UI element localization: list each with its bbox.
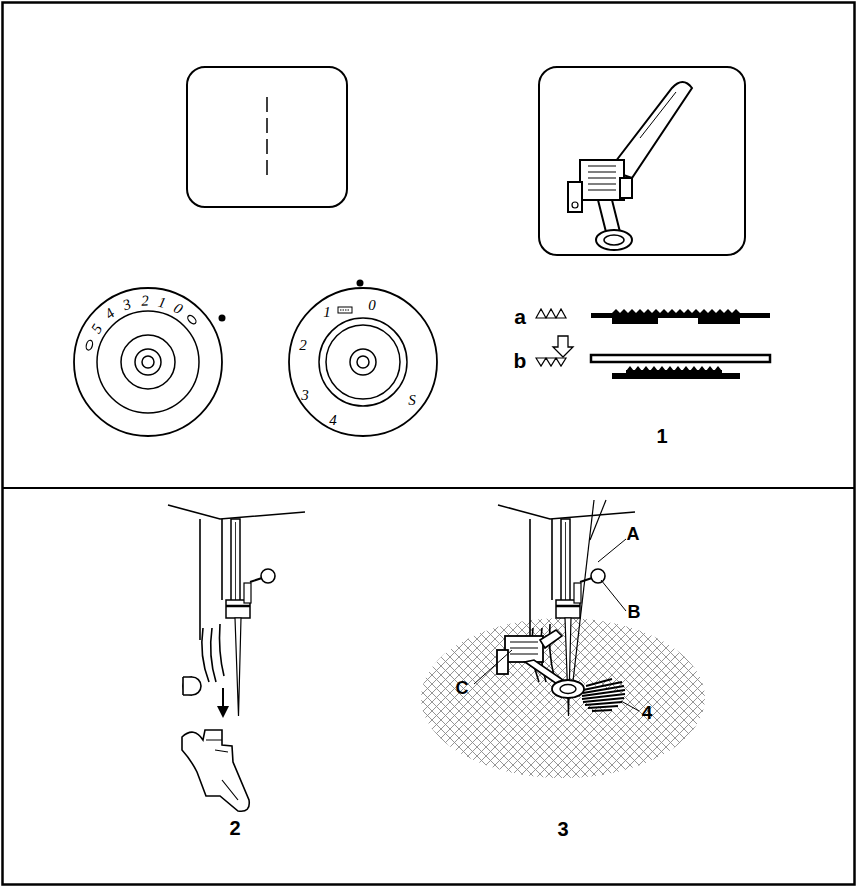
dial-number: 5: [88, 322, 105, 336]
leader-line: [621, 701, 639, 711]
page-frame: [3, 3, 855, 885]
feed-dog-diagram: [591, 313, 770, 318]
figure-number: 3: [557, 819, 568, 839]
leader-line: [601, 580, 626, 611]
dial-ring: [350, 349, 376, 375]
feed-dog-diagram: [612, 318, 658, 324]
darning-figure: [421, 500, 705, 778]
darning-foot-box: [580, 160, 624, 200]
needle-clamp-figure: [168, 505, 305, 811]
needle-clamp-figure: [222, 688, 224, 708]
dial-number: 4: [329, 413, 337, 428]
needle-clamp-figure: [217, 706, 229, 718]
darning-foot-box: [588, 166, 616, 190]
feed-dog-diagram: [591, 355, 770, 362]
feed-dog-diagram: [612, 373, 740, 379]
dial-marker: [338, 307, 352, 313]
dial-number: 1: [323, 305, 331, 320]
dial-number: 4: [103, 306, 118, 322]
dial-marker: [357, 280, 364, 287]
darning-figure: [498, 505, 635, 716]
dial-number: 3: [301, 388, 309, 403]
dial-symbol: [85, 340, 94, 351]
darning-foot-box: [604, 235, 624, 245]
dial-ring: [97, 311, 199, 413]
darning-foot-box: [640, 92, 676, 138]
feed-dog-diagram: [698, 318, 740, 324]
needle-clamp-figure: [183, 677, 192, 695]
dial-marker: [340, 310, 350, 311]
part-letter: B: [628, 603, 641, 621]
feed-dog-diagram: [536, 309, 770, 379]
dial-marker: [219, 280, 364, 322]
length-dial: 1 0 2 3 4 S: [288, 287, 438, 437]
darning-foot-box: [572, 202, 578, 208]
dial-number: 2: [299, 338, 307, 353]
leader-line: [474, 650, 512, 684]
part-letter: A: [627, 525, 640, 543]
dial-number: 2: [141, 293, 149, 308]
needle-clamp-figure: [182, 730, 249, 811]
state-letter: b: [514, 350, 527, 371]
width-dial: 543210: [73, 287, 223, 437]
darning-figure: [582, 679, 625, 711]
dial-outline: [73, 287, 223, 437]
darning-figure: [540, 630, 562, 648]
darning-figure: [421, 618, 705, 778]
darning-figure: [560, 685, 576, 694]
darning-foot-box: [596, 230, 632, 250]
darning-figure: [552, 680, 584, 698]
dial-ring: [319, 318, 407, 406]
dial-ring: [142, 356, 154, 368]
dial-ring: [74, 288, 222, 436]
dial-marker: [219, 315, 226, 322]
dial-number: 0: [368, 298, 376, 313]
darning-foot-box: [598, 200, 620, 232]
feed-dog-diagram: [536, 358, 566, 366]
feed-dog-diagram: [536, 309, 566, 318]
leader-line: [474, 539, 639, 711]
dial-number: S: [408, 393, 416, 408]
needle-clamp-figure: [206, 740, 238, 800]
dial-ring: [357, 356, 369, 368]
needle-clamp-figure: [183, 677, 201, 695]
darning-foot-box: [620, 178, 632, 198]
feed-dog-diagram: [553, 336, 573, 357]
needle-clamp-figure: [168, 505, 305, 716]
darning-figure: [510, 642, 538, 654]
darning-foot-box: [539, 67, 745, 255]
page-frame: [3, 3, 855, 885]
darning-figure: [505, 636, 543, 662]
callout-number: 4: [642, 703, 653, 722]
needle-clamp-figure: [183, 677, 192, 695]
dial-symbol: [186, 314, 197, 325]
figure-number: 1: [656, 426, 667, 446]
darning-figure: [572, 500, 594, 690]
stitch-pattern-box: [187, 67, 347, 207]
leader-line: [598, 539, 626, 562]
dial-number: 1: [156, 294, 167, 310]
part-letter: C: [456, 679, 469, 697]
darning-figure: [525, 660, 563, 684]
dial-outline: [288, 287, 438, 437]
dial-ring: [135, 349, 161, 375]
feed-dog-diagram: [612, 309, 740, 313]
stitch-pattern-box: [187, 67, 347, 207]
dial-number: 3: [121, 296, 133, 313]
stitch-pattern-box: [266, 97, 268, 177]
dial-ring: [121, 335, 175, 389]
darning-figure: [590, 500, 606, 540]
state-letter: a: [514, 306, 526, 327]
page-frame: [3, 487, 855, 489]
darning-foot-box: [568, 182, 582, 212]
dial-ring: [326, 325, 400, 399]
figure-number: 2: [229, 818, 240, 838]
dial-ring: [289, 288, 437, 436]
dial-number: 0: [171, 300, 185, 317]
darning-foot-box: [539, 67, 745, 255]
